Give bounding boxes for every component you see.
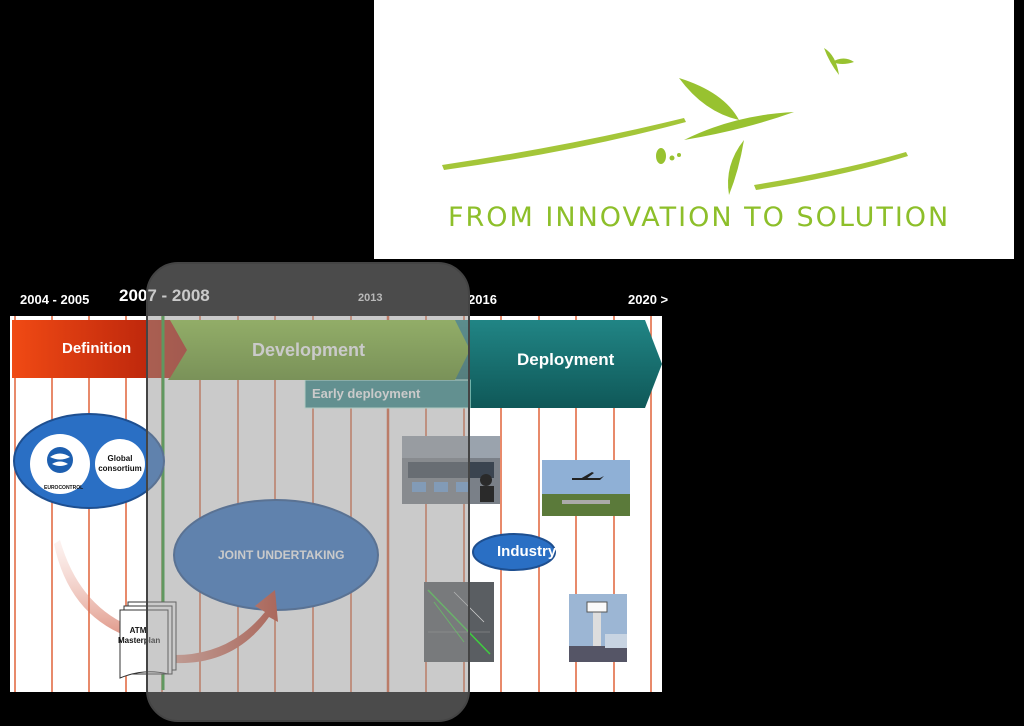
phase-definition-label: Definition <box>62 340 132 357</box>
atm-masterplan-label: ATM Masterplan <box>118 626 161 645</box>
industry-label: Industry <box>497 543 557 560</box>
year-label-2004: 2004 - 2005 <box>20 292 90 307</box>
bird-emblem-icon <box>442 48 908 195</box>
tagline: FROM INNOVATION TO SOLUTION <box>448 202 951 233</box>
development-window-overlay <box>146 262 470 722</box>
year-label-2016: 2016 <box>468 292 497 307</box>
logo-panel: FROM INNOVATION TO SOLUTION <box>374 0 1014 259</box>
landing-aircraft-photo <box>542 460 630 516</box>
consortium-bubble <box>13 413 165 509</box>
eurocontrol-logo-text: EUROCONTROL <box>44 485 84 491</box>
control-tower-photo <box>569 594 627 662</box>
year-label-2020: 2020 > <box>628 292 669 307</box>
phase-deployment-label: Deployment <box>517 350 615 369</box>
global-consortium-label: Global consortium <box>98 454 142 473</box>
industry-bubble <box>472 533 556 571</box>
